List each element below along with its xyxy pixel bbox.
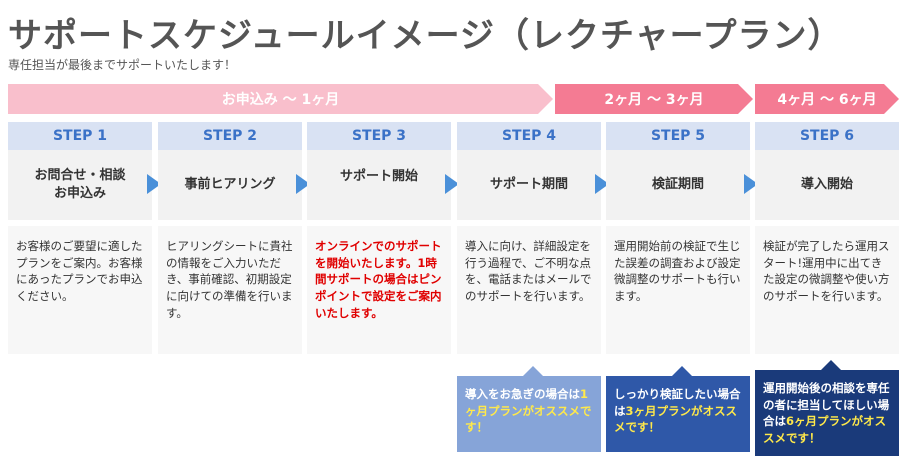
step-description: 導入に向け、詳細設定を行う過程で、ご不明な点を、電話またはメールでのサポートを行… xyxy=(457,226,601,354)
phase-banner-1: お申込み 〜 1ヶ月 xyxy=(8,84,553,114)
step-name: サポート開始 xyxy=(307,150,451,220)
page-subtitle: 専任担当が最後までサポートいたします！ xyxy=(8,58,237,72)
step-1-card: STEP 1 お問合せ・相談お申込み お客様のご要望に適したプランをご案内。お客… xyxy=(8,122,152,354)
step-name-line1: お問合せ・相談 xyxy=(34,168,126,184)
next-arrow-icon xyxy=(445,174,459,194)
note-highlight: 3ヶ月プランがオススメです！ xyxy=(614,403,738,435)
phase-banner-2: 2ヶ月 〜 3ヶ月 xyxy=(555,84,753,114)
next-arrow-icon xyxy=(595,174,609,194)
phase-banner-3: 4ヶ月 〜 6ヶ月 xyxy=(755,84,899,114)
step-3-card: STEP 3 サポート開始 オンラインでのサポートを開始いたします。1時間サポー… xyxy=(307,122,451,354)
note-text: 運用開始後の相談を専任の者に担当してほしい場合は xyxy=(763,381,890,429)
step-description: お客様のご要望に適したプランをご案内。お客様にあったプランでお申込ください。 xyxy=(8,226,152,354)
step-6-card: STEP 6 導入開始 検証が完了したら運用スタート!運用中に出てきた設定の微調… xyxy=(755,122,899,354)
step-description: 運用開始前の検証で生じた誤差の調査および設定微調整のサポートも行います。 xyxy=(606,226,750,354)
step-label: STEP 1 xyxy=(8,122,152,150)
step-name-line2: お申込み xyxy=(53,186,106,201)
step-description: 検証が完了したら運用スタート!運用中に出てきた設定の微調整や使い方のサポートを行… xyxy=(755,226,899,354)
note-pointer-icon xyxy=(672,366,692,376)
note-pointer-icon xyxy=(523,366,543,376)
note-pointer-icon xyxy=(821,360,841,370)
recommend-note-2: しっかり検証したい場合は3ヶ月プランがオススメです！ xyxy=(606,376,750,452)
note-text: 導入をお急ぎの場合は xyxy=(465,387,580,401)
step-4-card: STEP 4 サポート期間 導入に向け、詳細設定を行う過程で、ご不明な点を、電話… xyxy=(457,122,601,354)
note-highlight: 6ヶ月プランがオススメです！ xyxy=(763,414,887,446)
step-2-card: STEP 2 事前ヒアリング ヒアリングシートに貴社の情報をご入力いただき、事前… xyxy=(158,122,302,354)
step-label: STEP 6 xyxy=(755,122,899,150)
step-name: 導入開始 xyxy=(755,150,899,220)
next-arrow-icon xyxy=(744,174,758,194)
note-text: しっかり検証したい場合は xyxy=(614,387,741,418)
step-name: 検証期間 xyxy=(606,150,750,220)
step-5-card: STEP 5 検証期間 運用開始前の検証で生じた誤差の調査および設定微調整のサポ… xyxy=(606,122,750,354)
page-title: サポートスケジュールイメージ（レクチャープラン） xyxy=(8,16,843,56)
step-label: STEP 5 xyxy=(606,122,750,150)
next-arrow-icon xyxy=(296,174,310,194)
next-arrow-icon xyxy=(147,174,161,194)
step-name: サポート期間 xyxy=(457,150,601,220)
note-highlight: 1ヶ月プランがオススメです！ xyxy=(465,387,592,435)
step-name: お問合せ・相談お申込み xyxy=(8,150,152,220)
step-description: ヒアリングシートに貴社の情報をご入力いただき、事前確認、初期設定に向けての準備を… xyxy=(158,226,302,354)
step-label: STEP 3 xyxy=(307,122,451,150)
step-label: STEP 4 xyxy=(457,122,601,150)
recommend-note-3: 運用開始後の相談を専任の者に担当してほしい場合は6ヶ月プランがオススメです！ xyxy=(755,370,899,456)
step-description: オンラインでのサポートを開始いたします。1時間サポートの場合はピンポイントで設定… xyxy=(307,226,451,354)
step-label: STEP 2 xyxy=(158,122,302,150)
step-name: 事前ヒアリング xyxy=(158,150,302,220)
recommend-note-1: 導入をお急ぎの場合は1ヶ月プランがオススメです！ xyxy=(457,376,601,452)
